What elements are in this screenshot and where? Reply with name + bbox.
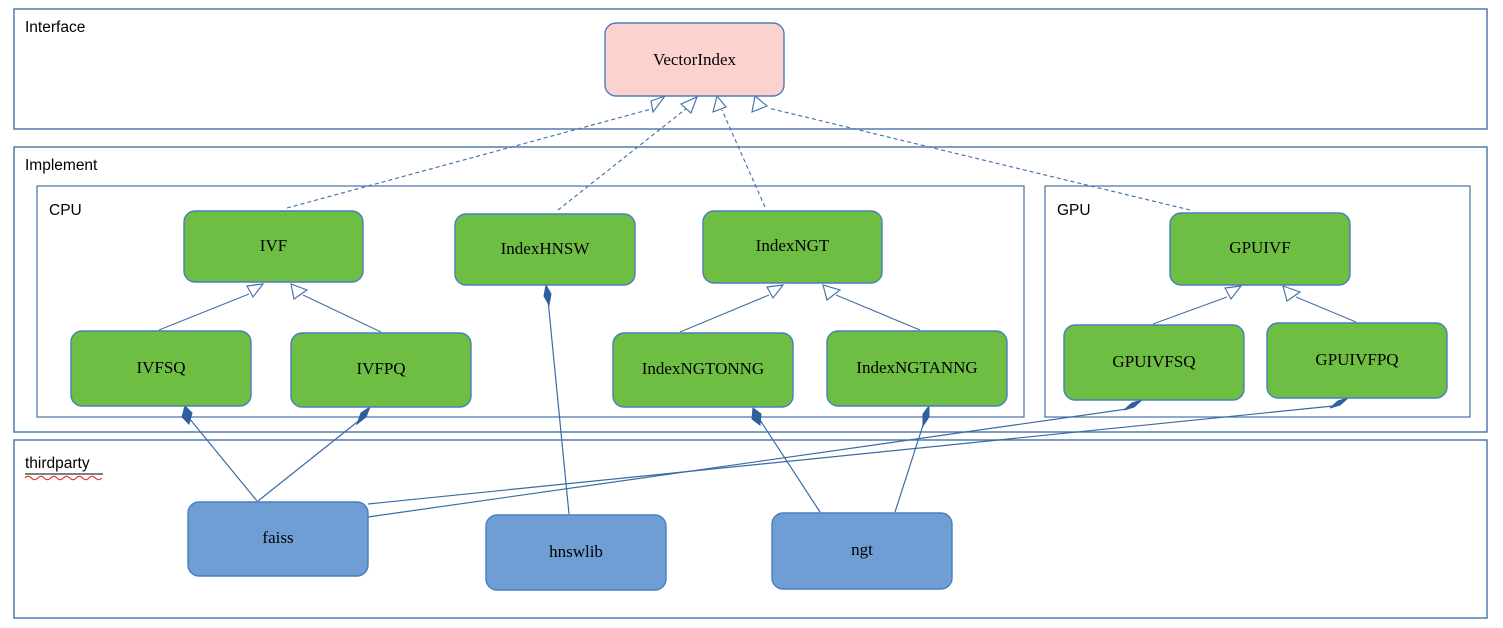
- spellcheck-squiggle-icon: [24, 475, 103, 481]
- edge-group-realizations: [286, 94, 1191, 211]
- gpuivfsq-label: GPUIVFSQ: [1112, 352, 1195, 371]
- indexngtanng-label: IndexNGTANNG: [856, 358, 977, 377]
- arrowhead-indexngt-vectorindex-icon: [712, 94, 727, 113]
- indexngtonng-label: IndexNGTONNG: [642, 359, 764, 378]
- hnswlib-box[interactable]: [485, 514, 667, 591]
- gpuivfpq-box[interactable]: [1266, 322, 1448, 399]
- diamond-faiss-ivfpq-icon: [355, 405, 372, 426]
- edge-faiss-to-gpuivfsq: [367, 408, 1128, 518]
- edge-ivfsq-to-ivf: [158, 293, 250, 331]
- edge-indexngtonng-to-indexngt: [679, 294, 770, 333]
- ivfpq-label: IVFPQ: [356, 359, 405, 378]
- faiss-box[interactable]: [187, 501, 369, 577]
- diamond-ngt-indexngtonng-icon: [751, 407, 762, 426]
- edge-gpuivfpq-to-gpuivf: [1295, 296, 1357, 323]
- edge-indexngt-to-vectorindex: [721, 109, 766, 208]
- node-ivf[interactable]: IVF: [183, 210, 364, 283]
- edge-faiss-to-ivfsq: [188, 417, 258, 502]
- edge-group-generalizations: [158, 283, 1357, 333]
- faiss-label: faiss: [262, 528, 293, 547]
- edge-ivf-to-vectorindex: [286, 107, 656, 209]
- gpuivf-box[interactable]: [1169, 212, 1351, 286]
- arrowhead-gpuivf-vectorindex-icon: [751, 94, 769, 113]
- node-gpuivfsq[interactable]: GPUIVFSQ: [1063, 324, 1245, 401]
- arrowhead-ivfsq-ivf-icon: [246, 283, 265, 299]
- arrowhead-ivf-vectorindex-icon: [650, 94, 667, 114]
- arrowhead-gpuivfsq-gpuivf-icon: [1224, 285, 1243, 301]
- interface-container-label: Interface: [25, 19, 85, 36]
- ngt-label: ngt: [851, 540, 873, 559]
- ivfsq-box[interactable]: [70, 330, 252, 407]
- node-indexngt[interactable]: IndexNGT: [702, 210, 883, 284]
- node-ngt[interactable]: ngt: [771, 512, 953, 590]
- edge-group-compositions: [181, 283, 1349, 518]
- arrowhead-gpuivfpq-gpuivf-icon: [1282, 285, 1302, 302]
- indexngt-label: IndexNGT: [756, 236, 830, 255]
- gpu-container-label: GPU: [1057, 202, 1091, 219]
- node-gpuivfpq[interactable]: GPUIVFPQ: [1266, 322, 1448, 399]
- node-ivfsq[interactable]: IVFSQ: [70, 330, 252, 407]
- edge-gpuivf-to-vectorindex: [767, 107, 1191, 211]
- gpuivf-label: GPUIVF: [1229, 238, 1290, 257]
- node-indexngtanng[interactable]: IndexNGTANNG: [826, 330, 1008, 407]
- edge-ivfpq-to-ivf: [302, 294, 382, 333]
- gpuivfsq-box[interactable]: [1063, 324, 1245, 401]
- diamond-faiss-gpuivfpq-icon: [1329, 397, 1349, 409]
- gpuivfpq-label: GPUIVFPQ: [1315, 350, 1398, 369]
- node-faiss[interactable]: faiss: [187, 501, 369, 577]
- arrowhead-indexngtonng-indexngt-icon: [766, 284, 785, 300]
- diamond-ngt-indexngtanng-icon: [922, 404, 930, 428]
- edge-hnswlib-to-indexhnsw: [547, 299, 570, 515]
- diamond-faiss-ivfsq-icon: [181, 405, 193, 425]
- arrowhead-indexhnsw-vectorindex-icon: [679, 95, 699, 114]
- ivfsq-label: IVFSQ: [136, 358, 185, 377]
- hnswlib-label: hnswlib: [549, 542, 603, 561]
- thirdparty-container-label: thirdparty: [25, 455, 90, 472]
- vectorindex-box[interactable]: [604, 22, 785, 97]
- cpu-container-label: CPU: [49, 202, 82, 219]
- ivf-box[interactable]: [183, 210, 364, 283]
- indexngtanng-box[interactable]: [826, 330, 1008, 407]
- ivfpq-box[interactable]: [290, 332, 472, 408]
- node-indexhnsw[interactable]: IndexHNSW: [454, 213, 636, 286]
- edge-faiss-to-gpuivfpq: [367, 405, 1334, 505]
- diamond-hnswlib-indexhnsw-icon: [543, 283, 552, 307]
- arrowhead-indexngtanng-indexngt-icon: [822, 284, 842, 301]
- ivf-label: IVF: [260, 236, 287, 255]
- implement-container-label: Implement: [25, 157, 98, 174]
- indexngtonng-box[interactable]: [612, 332, 794, 408]
- node-hnswlib[interactable]: hnswlib: [485, 514, 667, 591]
- node-gpuivf[interactable]: GPUIVF: [1169, 212, 1351, 286]
- edge-ngt-to-indexngtanng: [894, 418, 926, 513]
- diamond-faiss-gpuivfsq-icon: [1123, 399, 1143, 411]
- node-vectorindex[interactable]: VectorIndex: [604, 22, 785, 97]
- edge-ngt-to-indexngtonng: [759, 419, 821, 513]
- arrowhead-ivfpq-ivf-icon: [290, 283, 309, 300]
- ngt-box[interactable]: [771, 512, 953, 590]
- indexngt-box[interactable]: [702, 210, 883, 284]
- edge-indexngtanng-to-indexngt: [835, 294, 921, 331]
- indexhnsw-box[interactable]: [454, 213, 636, 286]
- vectorindex-label: VectorIndex: [653, 50, 737, 69]
- node-ivfpq[interactable]: IVFPQ: [290, 332, 472, 408]
- edge-gpuivfsq-to-gpuivf: [1152, 296, 1228, 325]
- node-indexngtonng[interactable]: IndexNGTONNG: [612, 332, 794, 408]
- edge-faiss-to-ivfpq: [257, 418, 362, 502]
- indexhnsw-label: IndexHNSW: [501, 239, 591, 258]
